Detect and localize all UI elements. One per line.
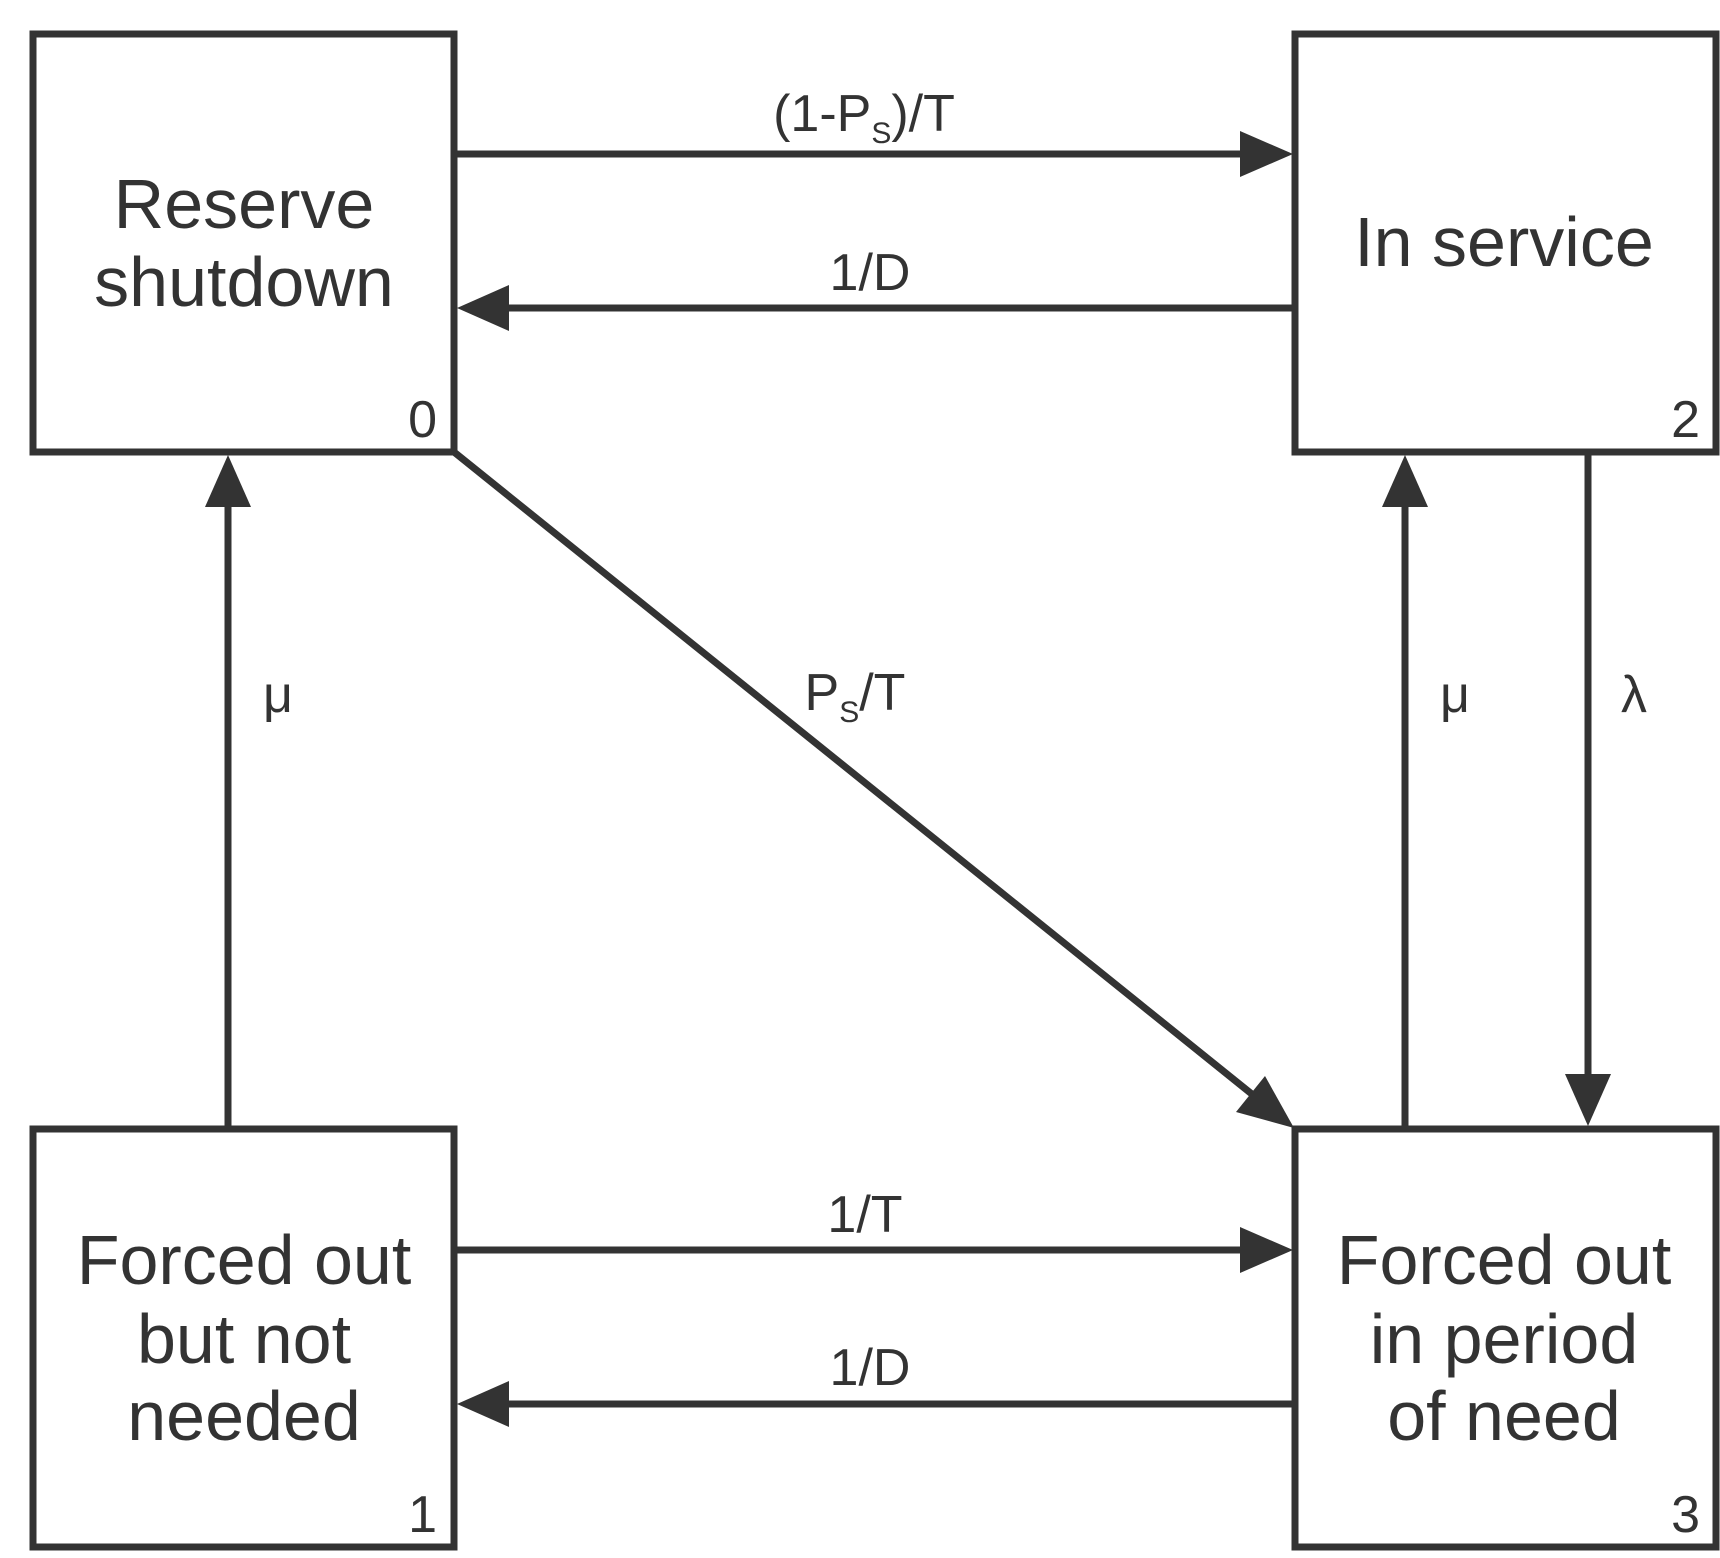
state-box-1 [29, 1125, 458, 1551]
edge-label-0-to-2-post: )/T [891, 85, 955, 143]
transition-0-to-3: PS/T [451, 449, 1294, 1128]
state-3-line-3: of need [1387, 1377, 1621, 1455]
state-box-0 [29, 30, 458, 456]
state-1-line-3: needed [127, 1377, 361, 1455]
arrowhead-0-to-3 [1236, 1076, 1294, 1128]
edge-label-0-to-2-pre: (1-P [773, 85, 871, 143]
transition-1-to-0: μ [205, 455, 293, 1127]
edge-label-0-to-3-sub: S [839, 696, 859, 729]
edge-label-0-to-3-pre: P [805, 664, 840, 722]
edge-label-2-to-0: 1/D [830, 244, 911, 302]
arrowhead-0-to-2 [1240, 131, 1293, 177]
edge-label-1-to-3: 1/T [827, 1186, 902, 1244]
edge-label-0-to-3: PS/T [805, 664, 906, 729]
state-3-line-2: in period [1370, 1300, 1639, 1378]
state-box-3 [1291, 1125, 1720, 1551]
arrowhead-2-to-3 [1565, 1074, 1611, 1126]
arrowhead-1-to-3 [1240, 1227, 1293, 1273]
arrowhead-3-to-1 [457, 1381, 509, 1427]
arrowhead-3-to-2 [1382, 455, 1428, 507]
transition-3-to-1: 1/D [457, 1339, 1293, 1427]
edge-label-3-to-2: μ [1440, 666, 1470, 724]
edge-line-0-to-3 [451, 449, 1261, 1102]
state-3-line-1: Forced out [1337, 1221, 1672, 1299]
transition-3-to-2: μ [1382, 455, 1470, 1127]
transition-2-to-3: λ [1565, 454, 1647, 1126]
transition-0-to-2: (1-PS)/T [457, 85, 1293, 177]
state-forced-out-not-needed: Forced out but not needed 1 [29, 1125, 458, 1551]
state-0-number: 0 [408, 391, 437, 449]
arrowhead-1-to-0 [205, 455, 251, 507]
state-box-2 [1291, 30, 1720, 456]
arrowhead-2-to-0 [457, 285, 509, 331]
edge-label-1-to-0: μ [263, 666, 293, 724]
edge-label-0-to-2-sub: S [871, 117, 891, 150]
state-3-number: 3 [1671, 1486, 1700, 1544]
state-1-number: 1 [408, 1486, 437, 1544]
state-forced-out-in-need: Forced out in period of need 3 [1291, 1125, 1720, 1551]
transition-2-to-0: 1/D [457, 244, 1293, 331]
transition-1-to-3: 1/T [457, 1186, 1293, 1273]
edge-label-3-to-1: 1/D [830, 1339, 911, 1397]
state-0-line-1: Reserve [114, 165, 375, 243]
edge-label-0-to-2: (1-PS)/T [773, 85, 955, 150]
state-reserve-shutdown: Reserve shutdown 0 [29, 30, 458, 456]
edge-label-0-to-3-post: /T [859, 664, 905, 722]
state-in-service: In service 2 [1291, 30, 1720, 456]
edge-label-2-to-3: λ [1621, 666, 1647, 724]
state-1-line-1: Forced out [77, 1221, 412, 1299]
state-2-line-1: In service [1354, 203, 1654, 281]
state-2-number: 2 [1671, 391, 1700, 449]
state-1-line-2: but not [137, 1300, 351, 1378]
state-0-line-2: shutdown [94, 243, 394, 321]
